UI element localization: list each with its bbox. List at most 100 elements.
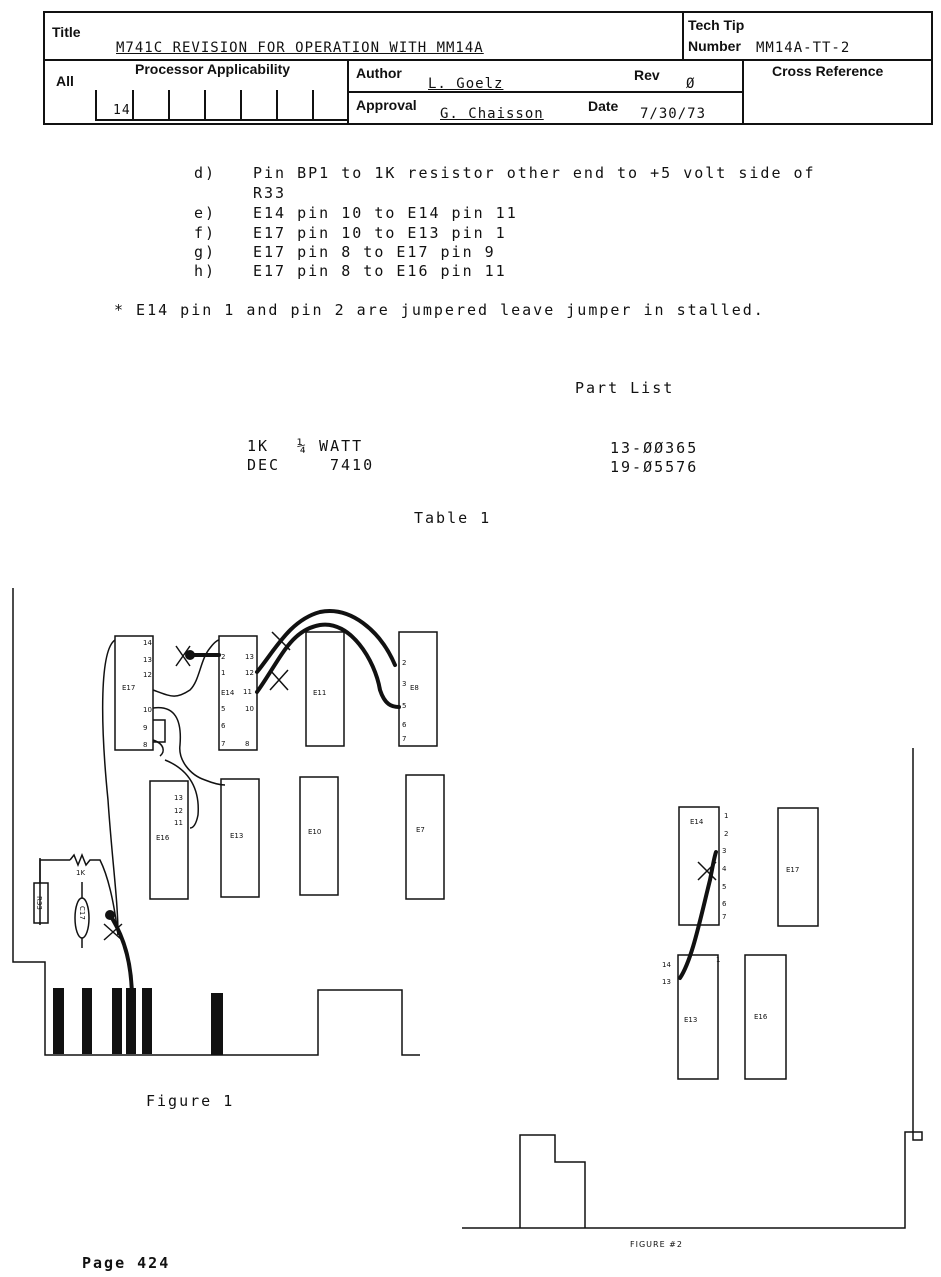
tech-tip-label: Tech Tip — [688, 17, 745, 33]
svg-text:4: 4 — [722, 865, 727, 873]
svg-text:1: 1 — [221, 669, 225, 677]
part-number: 13-ØØ365 — [610, 439, 699, 457]
svg-text:8: 8 — [143, 741, 147, 749]
step-key: h) — [194, 262, 217, 280]
date-label: Date — [588, 98, 619, 114]
chip-label-e16: E16 — [156, 834, 170, 842]
svg-text:6: 6 — [221, 722, 226, 730]
fig2-chip-label-e17: E17 — [786, 866, 800, 874]
approval-value: G. Chaisson — [440, 106, 544, 122]
rev-value: Ø — [686, 76, 696, 92]
approval-label: Approval — [356, 97, 417, 113]
resistor-label: 1K — [76, 869, 86, 877]
step-key: g) — [194, 243, 217, 261]
step-key: f) — [194, 224, 217, 242]
step-text: E14 pin 10 to E14 pin 11 — [253, 204, 518, 222]
part-item: DEC — [247, 456, 281, 474]
capacitor-label: C17 — [78, 906, 86, 920]
rev-label: Rev — [634, 67, 660, 83]
part-list-heading: Part List — [575, 379, 675, 397]
svg-text:8: 8 — [245, 740, 249, 748]
processor-value: 14 — [113, 103, 131, 118]
svg-text:6: 6 — [722, 900, 727, 908]
svg-text:10: 10 — [143, 706, 152, 714]
svg-text:3: 3 — [722, 847, 726, 855]
header-divider — [347, 91, 743, 93]
svg-text:12: 12 — [245, 669, 254, 677]
tick — [312, 90, 314, 120]
svg-text:5: 5 — [722, 883, 726, 891]
svg-text:7: 7 — [402, 735, 406, 743]
svg-text:9: 9 — [143, 724, 147, 732]
figure-2-caption: FIGURE #2 — [630, 1240, 683, 1249]
svg-text:13: 13 — [174, 794, 183, 802]
number-label: Number — [688, 38, 741, 54]
part-item: 1K — [247, 437, 270, 455]
author-value: L. Goelz — [428, 76, 504, 92]
step-text: E17 pin 10 to E13 pin 1 — [253, 224, 507, 242]
svg-text:11: 11 — [243, 688, 252, 696]
fig2-chip-label-e13: E13 — [684, 1016, 698, 1024]
chip-label-e7: E7 — [416, 826, 425, 834]
step-text: E17 pin 8 to E16 pin 11 — [253, 262, 507, 280]
svg-text:3: 3 — [402, 680, 406, 688]
step-text: Pin BP1 to 1K resistor other end to +5 v… — [253, 164, 816, 182]
tick — [204, 90, 206, 120]
step-key: e) — [194, 204, 217, 222]
svg-text:12: 12 — [143, 671, 152, 679]
title-value: M741C REVISION FOR OPERATION WITH MM14A — [116, 40, 484, 56]
part-spec: ¼ WATT — [297, 437, 364, 455]
svg-text:13: 13 — [143, 656, 152, 664]
figure-1-caption: Figure 1 — [146, 1092, 235, 1110]
table-caption: Table 1 — [414, 509, 492, 527]
header-form — [43, 11, 933, 125]
tick — [276, 90, 278, 120]
cross-reference-label: Cross Reference — [772, 63, 884, 79]
svg-text:5: 5 — [221, 705, 225, 713]
svg-text:12: 12 — [174, 807, 183, 815]
header-divider — [682, 11, 684, 60]
svg-text:2: 2 — [724, 830, 728, 838]
svg-text:1: 1 — [716, 956, 720, 964]
svg-text:7: 7 — [722, 913, 726, 921]
chip-label-e8: E8 — [410, 684, 419, 692]
svg-text:1: 1 — [724, 812, 728, 820]
tick — [168, 90, 170, 120]
processor-label: Processor Applicability — [135, 61, 291, 77]
chip-label-e11: E11 — [313, 689, 327, 697]
header-divider — [43, 59, 933, 61]
chip-label-e14: E14 — [221, 689, 235, 697]
title-label: Title — [52, 24, 81, 40]
svg-text:14: 14 — [662, 961, 671, 969]
chip-label-e13: E13 — [230, 832, 244, 840]
page-number: Page 424 — [82, 1254, 171, 1272]
tick — [132, 90, 134, 120]
processor-baseline — [95, 119, 347, 121]
number-value: MM14A-TT-2 — [756, 40, 851, 56]
step-text: E17 pin 8 to E17 pin 9 — [253, 243, 496, 261]
all-label: All — [56, 73, 74, 89]
tick — [240, 90, 242, 120]
svg-text:2: 2 — [221, 653, 225, 661]
svg-text:7: 7 — [221, 740, 225, 748]
svg-text:14: 14 — [143, 639, 152, 647]
svg-text:11: 11 — [174, 819, 183, 827]
svg-text:13: 13 — [245, 653, 254, 661]
note-text: * E14 pin 1 and pin 2 are jumpered leave… — [114, 301, 765, 319]
step-text: R33 — [253, 184, 287, 202]
chip-label-e17: E17 — [122, 684, 136, 692]
svg-text:5: 5 — [402, 702, 406, 710]
fig2-chip-label-e16: E16 — [754, 1013, 768, 1021]
svg-text:6: 6 — [402, 721, 407, 729]
header-divider — [742, 59, 744, 125]
tick — [95, 90, 97, 120]
date-value: 7/30/73 — [640, 106, 707, 122]
step-key: d) — [194, 164, 217, 182]
r33-label: R33 — [35, 896, 43, 910]
chip-label-e10: E10 — [308, 828, 322, 836]
svg-text:10: 10 — [245, 705, 254, 713]
part-number: 19-Ø5576 — [610, 458, 699, 476]
svg-text:2: 2 — [402, 659, 406, 667]
